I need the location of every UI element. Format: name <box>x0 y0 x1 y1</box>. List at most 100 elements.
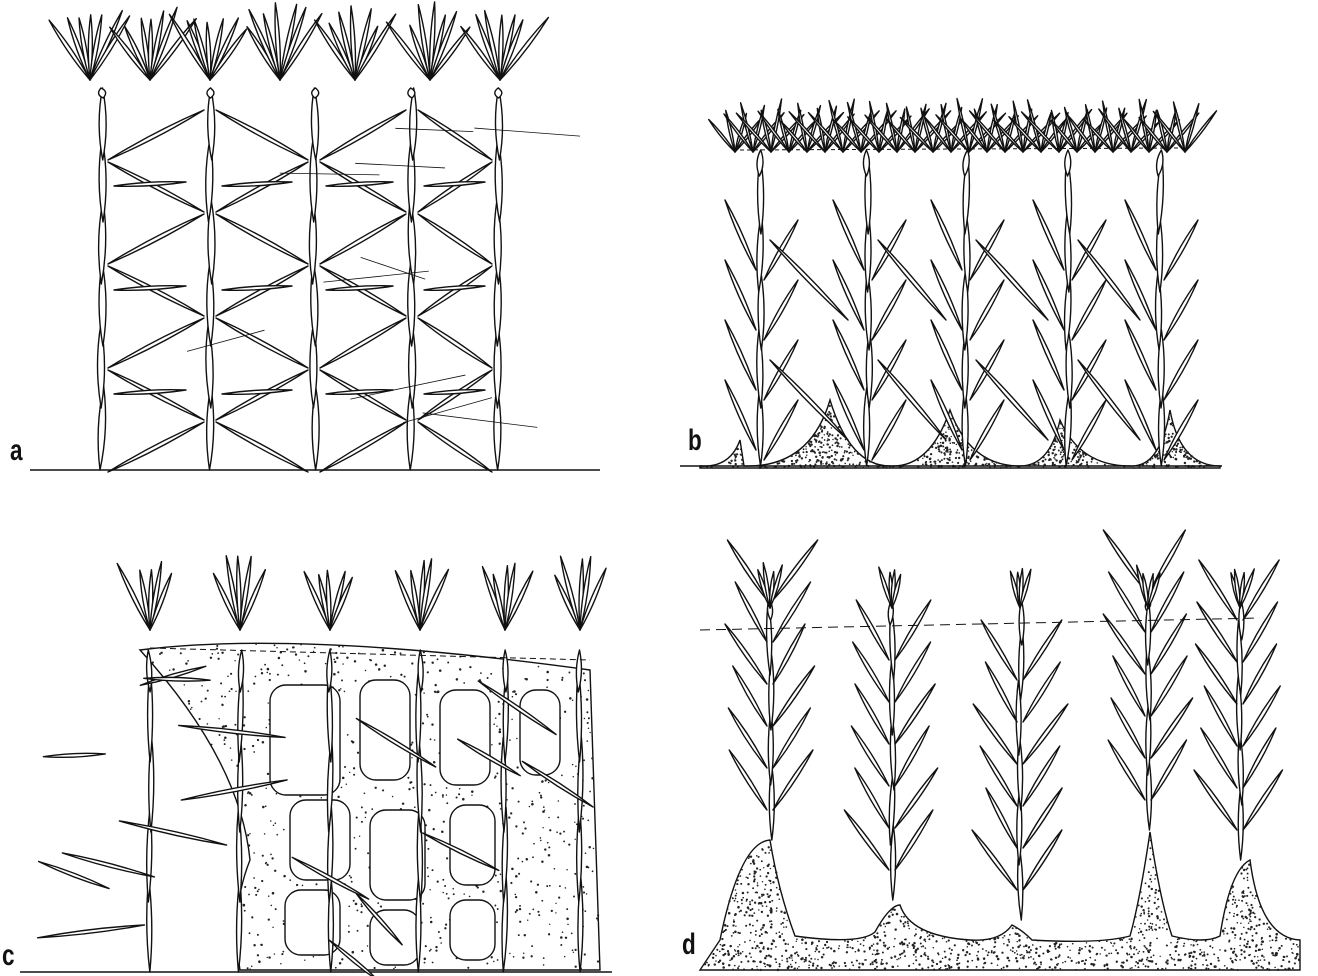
stipple-dot <box>1061 428 1062 429</box>
stipple-dot <box>568 672 570 674</box>
stipple-dot <box>261 672 263 674</box>
stipple-dot <box>728 952 730 954</box>
stipple-dot <box>1248 922 1250 924</box>
stipple-dot <box>211 653 213 655</box>
stipple-dot <box>777 462 779 464</box>
stipple-dot <box>283 829 285 831</box>
stipple-dot <box>548 933 550 935</box>
stipple-dot <box>499 802 501 804</box>
stipple-dot <box>880 963 882 965</box>
stipple-dot <box>1089 957 1091 959</box>
stipple-dot <box>1160 956 1161 957</box>
stipple-dot <box>1130 956 1133 959</box>
stipple-dot <box>548 817 550 819</box>
stipple-dot <box>375 787 377 789</box>
stipple-dot <box>402 802 404 804</box>
stipple-dot <box>262 855 264 857</box>
stipple-dot <box>805 446 806 447</box>
stipple-dot <box>875 954 877 956</box>
lattice-spicule <box>108 162 204 212</box>
stipple-dot <box>1017 953 1019 955</box>
stipple-dot <box>597 919 599 921</box>
stipple-dot <box>522 957 524 959</box>
stipple-dot <box>814 463 816 465</box>
stipple-dot <box>268 956 270 958</box>
stipple-dot <box>1037 940 1039 942</box>
stipple-dot <box>428 809 431 812</box>
stipple-dot <box>1001 968 1003 970</box>
stipple-dot <box>808 954 810 956</box>
stipple-dot <box>967 960 969 962</box>
stipple-dot <box>1299 945 1300 946</box>
stipple-dot <box>431 794 433 796</box>
stipple-dot <box>1240 911 1241 912</box>
stipple-dot <box>1099 953 1100 954</box>
stipple-dot <box>1136 949 1138 951</box>
stipple-dot <box>1156 454 1159 457</box>
stipple-dot <box>922 464 924 466</box>
stipple-dot <box>1156 915 1159 918</box>
stipple-dot <box>849 968 851 970</box>
stipple-dot <box>732 968 733 969</box>
stipple-dot <box>766 964 768 966</box>
stipple-dot <box>986 463 987 464</box>
stipple-dot <box>361 950 363 952</box>
stipple-dot <box>1107 968 1109 970</box>
stipple-dot <box>718 961 720 963</box>
lattice-spicule <box>326 286 393 291</box>
stipple-dot <box>851 452 852 453</box>
stipple-dot <box>712 953 714 955</box>
oblique-spicule <box>1125 200 1156 270</box>
stipple-dot <box>829 433 831 435</box>
stipple-dot <box>456 796 458 798</box>
stipple-dot <box>1257 960 1259 962</box>
mesh-window <box>450 805 495 885</box>
stipple-dot <box>875 959 877 961</box>
stipple-dot <box>1168 433 1170 435</box>
stipple-dot <box>721 948 723 950</box>
stipple-dot <box>1289 938 1291 940</box>
stipple-dot <box>782 922 784 924</box>
stipple-dot <box>1183 945 1185 947</box>
stipple-dot <box>795 455 797 457</box>
stipple-dot <box>341 787 343 789</box>
lattice-spicule <box>216 422 308 472</box>
stipple-dot <box>1148 910 1150 912</box>
stipple-dot <box>884 935 886 937</box>
stipple-dot <box>779 935 782 938</box>
stipple-dot <box>940 967 942 969</box>
stipple-dot <box>351 881 353 883</box>
stipple-dot <box>1241 915 1244 918</box>
stipple-dot <box>1149 878 1151 880</box>
stipple-dot <box>826 941 828 943</box>
stipple-dot <box>543 964 545 966</box>
stipple-dot <box>1122 961 1124 963</box>
stipple-dot <box>915 951 917 953</box>
stipple-dot <box>1054 438 1056 440</box>
stipple-dot <box>1032 463 1034 465</box>
stipple-dot <box>885 962 887 964</box>
stipple-dot <box>1110 942 1111 943</box>
stipple-dot <box>997 964 999 966</box>
stipple-dot <box>1134 926 1136 928</box>
stipple-dot <box>586 740 588 742</box>
stipple-dot <box>1064 961 1066 963</box>
stipple-dot <box>761 849 763 851</box>
stipple-dot <box>560 936 563 939</box>
stipple-dot <box>852 964 854 966</box>
stipple-dot <box>582 818 584 820</box>
stipple-dot <box>1230 958 1232 960</box>
stipple-dot <box>254 887 256 889</box>
stipple-dot <box>1012 927 1014 929</box>
stipple-dot <box>952 461 954 463</box>
stipple-dot <box>949 457 951 459</box>
stipple-dot <box>797 968 798 969</box>
stipple-dot <box>339 962 342 965</box>
stipple-dot <box>1245 902 1247 904</box>
stipple-dot <box>1296 944 1298 946</box>
stipple-dot <box>922 945 924 947</box>
stipple-dot <box>426 714 428 716</box>
stipple-dot <box>913 954 915 956</box>
stipple-dot <box>1232 891 1234 893</box>
stipple-dot <box>1019 954 1021 956</box>
